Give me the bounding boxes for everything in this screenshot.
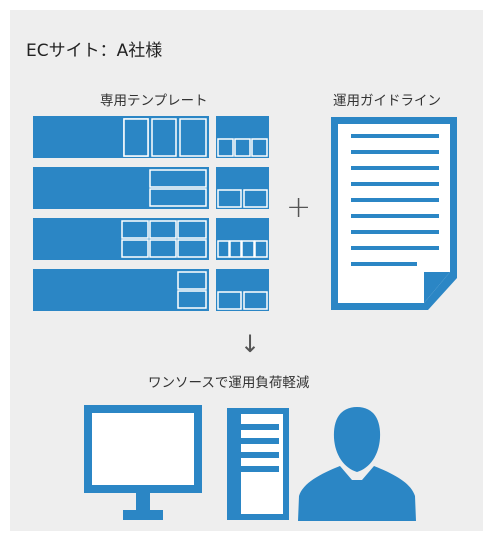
monitor-icon bbox=[84, 405, 202, 520]
template-grid-icon bbox=[33, 116, 269, 311]
result-label: ワンソースで運用負荷軽減 bbox=[148, 375, 310, 391]
server-tower-icon bbox=[227, 408, 289, 520]
person-icon bbox=[298, 407, 416, 521]
guideline-label: 運用ガイドライン bbox=[333, 93, 441, 109]
plus-symbol: + bbox=[286, 190, 312, 225]
template-label: 専用テンプレート bbox=[100, 93, 208, 109]
document-icon bbox=[331, 117, 457, 310]
down-arrow: ↓ bbox=[240, 330, 261, 358]
diagram-title: ECサイト：A社様 bbox=[26, 41, 163, 61]
